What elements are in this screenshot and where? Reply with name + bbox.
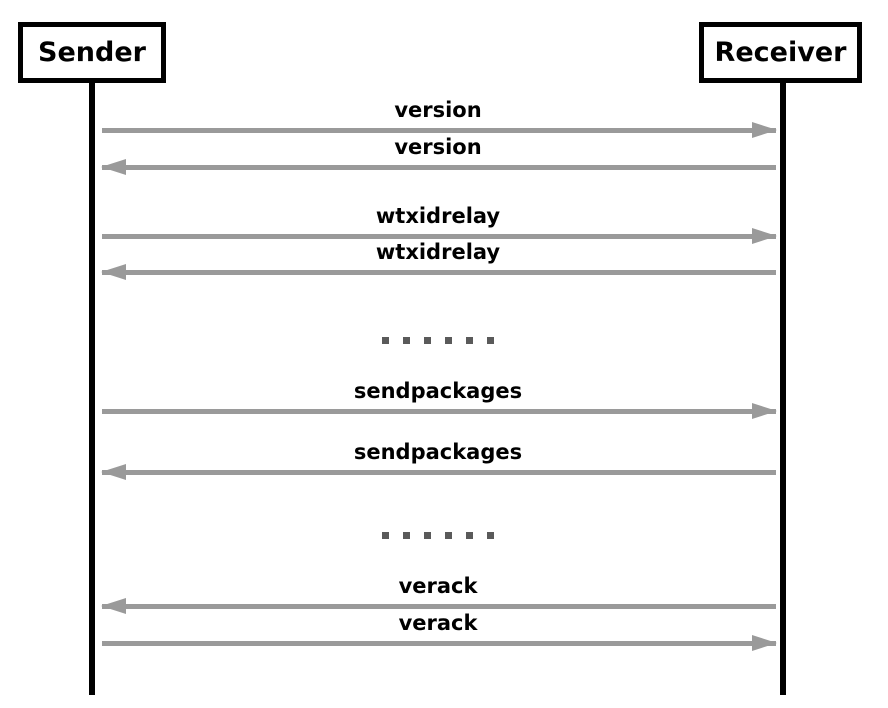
message-label: version — [394, 98, 482, 122]
ellipsis-marker — [0, 330, 888, 344]
arrowhead-left-icon — [101, 464, 126, 480]
lifeline-sender — [89, 79, 95, 695]
lifeline-receiver — [780, 79, 786, 695]
ellipsis-dot — [424, 532, 431, 539]
arrowhead-left-icon — [101, 159, 126, 175]
ellipsis-dot — [403, 337, 410, 344]
ellipsis-dot — [382, 532, 389, 539]
ellipsis-dot — [487, 337, 494, 344]
ellipsis-dot — [466, 337, 473, 344]
arrowhead-left-icon — [101, 598, 126, 614]
participant-label-sender: Sender — [38, 37, 146, 68]
ellipsis-dot — [445, 532, 452, 539]
message-line — [102, 234, 776, 239]
message-line — [102, 641, 776, 646]
message-line — [102, 128, 776, 133]
ellipsis-marker — [0, 525, 888, 539]
message-label: version — [394, 135, 482, 159]
ellipsis-dot — [382, 337, 389, 344]
ellipsis-dot — [445, 337, 452, 344]
ellipsis-dots — [375, 330, 501, 349]
message-line — [102, 409, 776, 414]
ellipsis-dot — [424, 337, 431, 344]
participant-box-receiver: Receiver — [699, 22, 862, 83]
message-label: wtxidrelay — [375, 204, 501, 228]
message-line — [102, 270, 776, 275]
arrowhead-right-icon — [752, 228, 777, 244]
message-label: verack — [398, 574, 478, 598]
arrowhead-right-icon — [752, 403, 777, 419]
participant-box-sender: Sender — [18, 22, 166, 83]
message-line — [102, 604, 776, 609]
message-line — [102, 470, 776, 475]
ellipsis-dots — [375, 525, 501, 544]
arrowhead-left-icon — [101, 264, 126, 280]
arrowhead-right-icon — [752, 635, 777, 651]
message-label: sendpackages — [353, 379, 523, 403]
ellipsis-dot — [403, 532, 410, 539]
ellipsis-dot — [487, 532, 494, 539]
message-label: verack — [398, 611, 478, 635]
participant-label-receiver: Receiver — [714, 37, 847, 68]
message-label: wtxidrelay — [375, 240, 501, 264]
arrowhead-right-icon — [752, 122, 777, 138]
ellipsis-dot — [466, 532, 473, 539]
message-line — [102, 165, 776, 170]
message-label: sendpackages — [353, 440, 523, 464]
